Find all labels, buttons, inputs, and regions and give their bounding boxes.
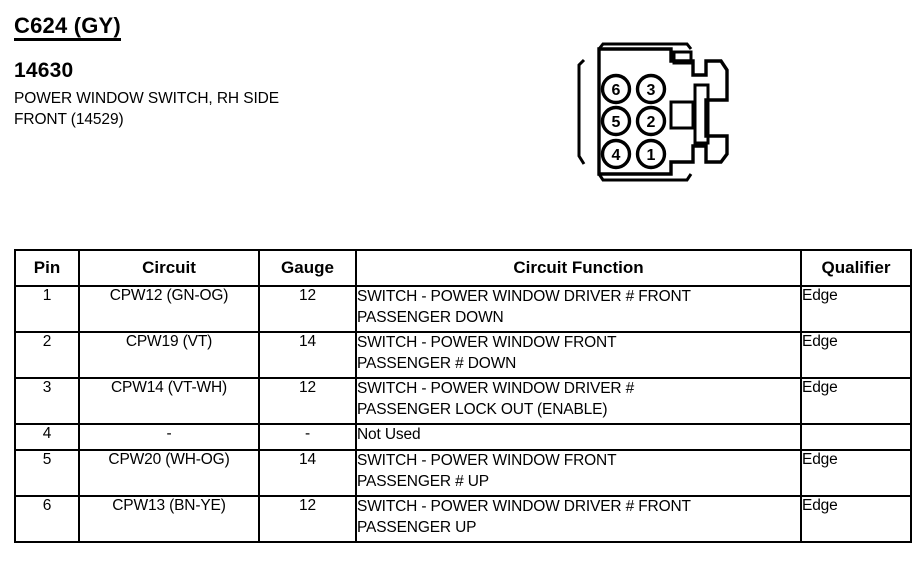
function-line: SWITCH - POWER WINDOW DRIVER # FRONT [357,288,691,305]
component-description-line-2: FRONT (14529) [14,110,124,128]
cell-circuit: - [78,423,260,451]
column-header-function: Circuit Function [355,249,802,287]
table-row: 4 - - Not Used [14,423,912,451]
function-line: SWITCH - POWER WINDOW FRONT [357,452,617,469]
pin-cavities: 6 3 5 2 4 1 [600,73,667,170]
pin-cavity-6 [600,73,632,105]
connector-svg: 6 3 5 2 4 1 [577,42,729,182]
cell-gauge: 12 [258,495,357,543]
cell-circuit: CPW12 (GN-OG) [78,285,260,333]
function-line: SWITCH - POWER WINDOW DRIVER # FRONT [357,498,691,515]
column-header-qualifier: Qualifier [800,249,912,287]
cell-qualifier: Edge [800,495,912,543]
function-line: Not Used [357,426,421,443]
cell-function: SWITCH - POWER WINDOW DRIVER # PASSENGER… [355,377,802,425]
cell-gauge: - [258,423,357,451]
table-header-row: Pin Circuit Gauge Circuit Function Quali… [14,249,912,287]
cell-circuit: CPW19 (VT) [78,331,260,379]
table-body: 1 CPW12 (GN-OG) 12 SWITCH - POWER WINDOW… [14,285,912,543]
cell-gauge: 12 [258,285,357,333]
function-line: SWITCH - POWER WINDOW FRONT [357,334,617,351]
cell-function: Not Used [355,423,802,451]
column-header-circuit: Circuit [78,249,260,287]
component-description-line-1: POWER WINDOW SWITCH, RH SIDE [14,90,279,107]
cell-pin: 3 [14,377,80,425]
cell-function: SWITCH - POWER WINDOW FRONT PASSENGER # … [355,449,802,497]
pin-cavity-2 [635,105,667,137]
cell-circuit: CPW14 (VT-WH) [78,377,260,425]
cell-gauge: 14 [258,331,357,379]
pin-cavity-label-3: 3 [647,82,656,99]
column-header-gauge: Gauge [258,249,357,287]
cell-pin: 2 [14,331,80,379]
pin-cavity-1 [635,138,667,170]
pin-cavity-5 [600,105,632,137]
cell-gauge: 14 [258,449,357,497]
pin-cavity-4 [600,138,632,170]
connector-id-title: C624 (GY) [14,14,121,42]
pin-cavity-label-4: 4 [612,147,621,164]
function-line: PASSENGER DOWN [357,308,504,326]
pin-cavity-label-5: 5 [612,114,621,131]
pin-cavity-label-6: 6 [612,82,621,99]
cell-circuit: CPW20 (WH-OG) [78,449,260,497]
table-row: 5 CPW20 (WH-OG) 14 SWITCH - POWER WINDOW… [14,449,912,497]
table-row: 3 CPW14 (VT-WH) 12 SWITCH - POWER WINDOW… [14,377,912,425]
cell-pin: 4 [14,423,80,451]
pin-cavity-3 [635,73,667,105]
connector-diagram: 6 3 5 2 4 1 [575,40,735,190]
table-row: 1 CPW12 (GN-OG) 12 SWITCH - POWER WINDOW… [14,285,912,333]
cell-pin: 1 [14,285,80,333]
part-number: 14630 [14,59,74,82]
cell-pin: 6 [14,495,80,543]
table-row: 2 CPW19 (VT) 14 SWITCH - POWER WINDOW FR… [14,331,912,379]
cell-qualifier: Edge [800,331,912,379]
function-line: PASSENGER # UP [357,472,489,490]
pin-cavity-label-1: 1 [647,147,656,164]
cell-pin: 5 [14,449,80,497]
table-row: 6 CPW13 (BN-YE) 12 SWITCH - POWER WINDOW… [14,495,912,543]
cell-function: SWITCH - POWER WINDOW DRIVER # FRONT PAS… [355,495,802,543]
pin-assignment-table: Pin Circuit Gauge Circuit Function Quali… [14,249,912,543]
cell-circuit: CPW13 (BN-YE) [78,495,260,543]
cell-function: SWITCH - POWER WINDOW FRONT PASSENGER # … [355,331,802,379]
component-description: POWER WINDOW SWITCH, RH SIDE FRONT (1452… [14,89,434,130]
cell-qualifier: Edge [800,285,912,333]
cell-qualifier [800,423,912,451]
pin-cavity-label-2: 2 [647,114,656,131]
function-line: PASSENGER LOCK OUT (ENABLE) [357,400,608,418]
function-line: PASSENGER # DOWN [357,354,517,372]
cell-gauge: 12 [258,377,357,425]
cell-qualifier: Edge [800,449,912,497]
function-line: SWITCH - POWER WINDOW DRIVER # [357,380,635,397]
function-line: PASSENGER UP [357,518,477,536]
column-header-pin: Pin [14,249,80,287]
cell-qualifier: Edge [800,377,912,425]
cell-function: SWITCH - POWER WINDOW DRIVER # FRONT PAS… [355,285,802,333]
